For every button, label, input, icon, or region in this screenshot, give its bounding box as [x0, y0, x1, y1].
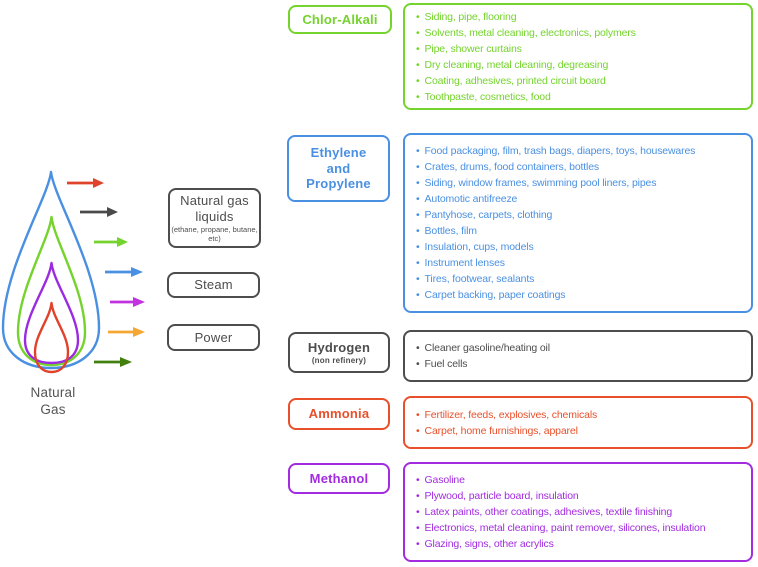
flame-layer-red-icon	[33, 301, 70, 374]
ethylene-propylene-uses-list: Food packaging, film, trash bags, diaper…	[416, 143, 745, 303]
list-item: Cleaner gasoline/heating oil	[416, 340, 745, 356]
list-item: Automotic antifreeze	[416, 191, 745, 207]
list-item: Instrument lenses	[416, 255, 745, 271]
list-item: Pantyhose, carpets, clothing	[416, 207, 745, 223]
hydrogen-uses-box: Cleaner gasoline/heating oil Fuel cells	[403, 330, 753, 382]
power-title: Power	[194, 329, 233, 345]
ethylene-propylene-label-line1: Ethylene	[310, 145, 367, 161]
list-item: Carpet backing, paper coatings	[416, 287, 745, 303]
natural-gas-label-line1: Natural	[30, 385, 76, 400]
list-item: Electronics, metal cleaning, paint remov…	[416, 520, 745, 536]
ethylene-propylene-header: Ethylene and Propylene	[287, 135, 390, 202]
list-item: Siding, window frames, swimming pool lin…	[416, 175, 745, 191]
ammonia-header: Ammonia	[288, 398, 390, 430]
steam-title: Steam	[194, 277, 233, 293]
red-arrow-icon	[67, 178, 104, 188]
list-item: Bottles, film	[416, 223, 745, 239]
methanol-uses-box: Gasoline Plywood, particle board, insula…	[403, 462, 753, 562]
list-item: Tires, footwear, sealants	[416, 271, 745, 287]
chlor-alkali-uses-list: Siding, pipe, flooring Solvents, metal c…	[416, 9, 745, 105]
hydrogen-uses-list: Cleaner gasoline/heating oil Fuel cells	[416, 340, 745, 372]
flame-layer-green-icon	[16, 215, 87, 367]
list-item: Dry cleaning, metal cleaning, degreasing	[416, 57, 745, 73]
power-box: Power	[167, 324, 260, 351]
flame-and-arrows-graphic	[1, 170, 145, 374]
hydrogen-label: Hydrogen	[307, 340, 371, 356]
list-item: Insulation, cups, models	[416, 239, 745, 255]
blue-arrow-icon	[105, 267, 143, 277]
list-item: Plywood, particle board, insulation	[416, 488, 745, 504]
list-item: Coating, adhesives, printed circuit boar…	[416, 73, 745, 89]
ethylene-propylene-label-line2: and	[326, 160, 351, 176]
chlor-alkali-uses-box: Siding, pipe, flooring Solvents, metal c…	[403, 3, 753, 110]
list-item: Fuel cells	[416, 356, 745, 372]
natural-gas-label: Natural Gas	[1, 384, 105, 418]
list-item: Carpet, home furnishings, apparel	[416, 423, 745, 439]
ammonia-uses-list: Fertilizer, feeds, explosives, chemicals…	[416, 407, 745, 439]
list-item: Siding, pipe, flooring	[416, 9, 745, 25]
hydrogen-header: Hydrogen (non refinery)	[288, 332, 390, 373]
light-green-arrow-icon	[94, 237, 128, 247]
list-item: Latex paints, other coatings, adhesives,…	[416, 504, 745, 520]
list-item: Fertilizer, feeds, explosives, chemicals	[416, 407, 745, 423]
dark-green-arrow-icon	[94, 357, 132, 367]
natural-gas-label-line2: Gas	[40, 402, 66, 417]
list-item: Crates, drums, food containers, bottles	[416, 159, 745, 175]
natural-gas-liquids-title: Natural gas liquids	[180, 193, 249, 224]
methanol-uses-list: Gasoline Plywood, particle board, insula…	[416, 472, 745, 552]
orange-arrow-icon	[108, 327, 145, 337]
methanol-label: Methanol	[309, 470, 369, 486]
ethylene-propylene-uses-box: Food packaging, film, trash bags, diaper…	[403, 133, 753, 313]
flame-layer-purple-icon	[23, 261, 80, 365]
natural-gas-liquids-box: Natural gas liquids (ethane, propane, bu…	[168, 188, 261, 248]
list-item: Pipe, shower curtains	[416, 41, 745, 57]
list-item: Food packaging, film, trash bags, diaper…	[416, 143, 745, 159]
ethylene-propylene-label-line3: Propylene	[306, 176, 371, 192]
list-item: Gasoline	[416, 472, 745, 488]
list-item: Glazing, signs, other acrylics	[416, 536, 745, 552]
list-item: Toothpaste, cosmetics, food	[416, 89, 745, 105]
natural-gas-liquids-subtitle: (ethane, propane, butane, etc)	[171, 225, 258, 243]
flame-layer-blue-icon	[1, 170, 101, 370]
steam-box: Steam	[167, 272, 260, 298]
chlor-alkali-header: Chlor-Alkali	[288, 5, 392, 34]
ammonia-label: Ammonia	[308, 406, 370, 422]
methanol-header: Methanol	[288, 463, 390, 494]
list-item: Solvents, metal cleaning, electronics, p…	[416, 25, 745, 41]
black-arrow-icon	[80, 207, 118, 217]
ammonia-uses-box: Fertilizer, feeds, explosives, chemicals…	[403, 396, 753, 449]
magenta-arrow-icon	[110, 297, 145, 307]
hydrogen-sublabel: (non refinery)	[311, 355, 367, 365]
chlor-alkali-label: Chlor-Alkali	[302, 11, 378, 27]
